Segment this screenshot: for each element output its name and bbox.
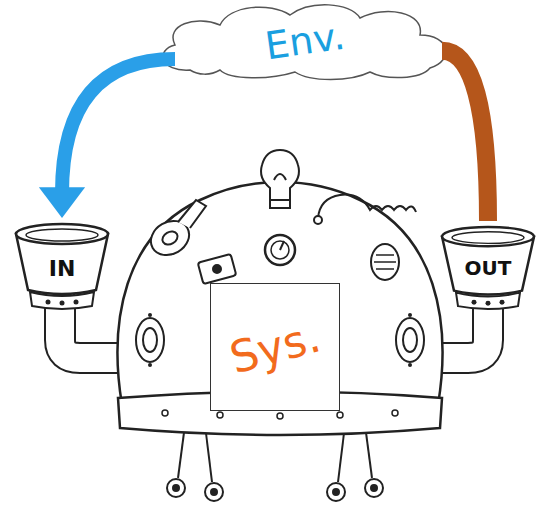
node-label: OUT: [465, 256, 512, 280]
cup-part: [30, 292, 94, 309]
input-arrow: [39, 59, 175, 218]
cup-part: [16, 224, 108, 244]
connector-line: [442, 51, 488, 221]
cup-part: [472, 300, 477, 305]
cup-part: [456, 293, 520, 309]
cup-part: [74, 300, 79, 305]
output-cup: OUT: [438, 225, 538, 310]
cup-part: [60, 301, 65, 306]
cup-part: [442, 227, 534, 246]
environment-cloud: Env.: [150, 0, 460, 82]
cup-part: [500, 300, 505, 305]
cup-part: [26, 229, 98, 241]
connector-line: [62, 59, 175, 193]
arrow-head: [39, 187, 85, 218]
system-box: Sys.: [210, 283, 340, 411]
node-label: Sys.: [225, 311, 326, 384]
cup-part: [452, 232, 524, 244]
cup-part: [486, 301, 491, 306]
cloud-path: [163, 5, 446, 80]
output-band: [442, 51, 488, 221]
node-label: IN: [49, 255, 76, 280]
cup-part: [46, 300, 51, 305]
input-cup: IN: [12, 222, 112, 310]
